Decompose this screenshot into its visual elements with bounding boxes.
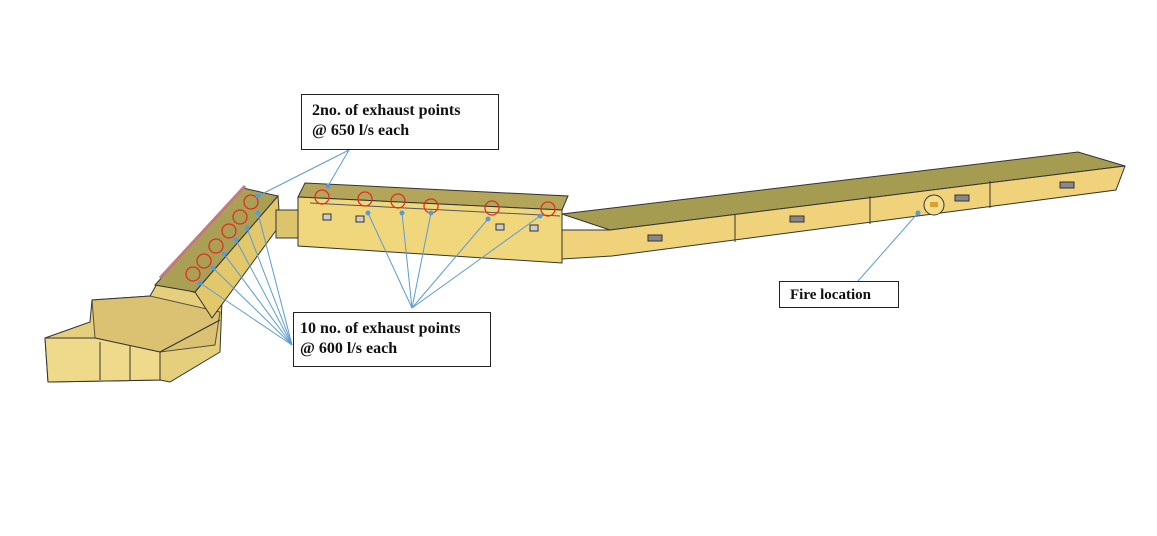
exhaust-marker [484,200,500,216]
diagonal-corridor [154,184,281,319]
callout-line: @ 600 l/s each [300,340,398,357]
exhaust-marker [357,191,373,207]
exhaust-marker [540,201,556,217]
exhaust-marker [185,266,201,282]
exhaust-marker [390,193,406,209]
running-tunnel [561,151,1126,260]
fire-icon [930,202,938,207]
leader-arrowheads [197,183,921,286]
fire-location-callout: Fire location [779,281,899,308]
connector-block [275,209,301,239]
exhaust-marker [208,238,224,254]
middle-station [297,182,569,264]
callout-line: @ 650 l/s each [312,122,410,139]
exhaust-650-callout: 2no. of exhaust points @ 650 l/s each [301,94,499,150]
exhaust-600-callout: 10 no. of exhaust points @ 600 l/s each [293,312,491,367]
exhaust-marker [243,194,259,210]
exhaust-marker [196,253,212,269]
exhaust-marker [221,223,237,239]
callout-line: 2no. of exhaust points [312,102,461,119]
leader-lines [199,149,919,346]
callout-line: Fire location [790,287,871,303]
exhaust-marker [314,189,330,205]
callout-line: 10 no. of exhaust points [300,320,461,337]
station-block [44,281,223,383]
exhaust-marker [232,209,248,225]
